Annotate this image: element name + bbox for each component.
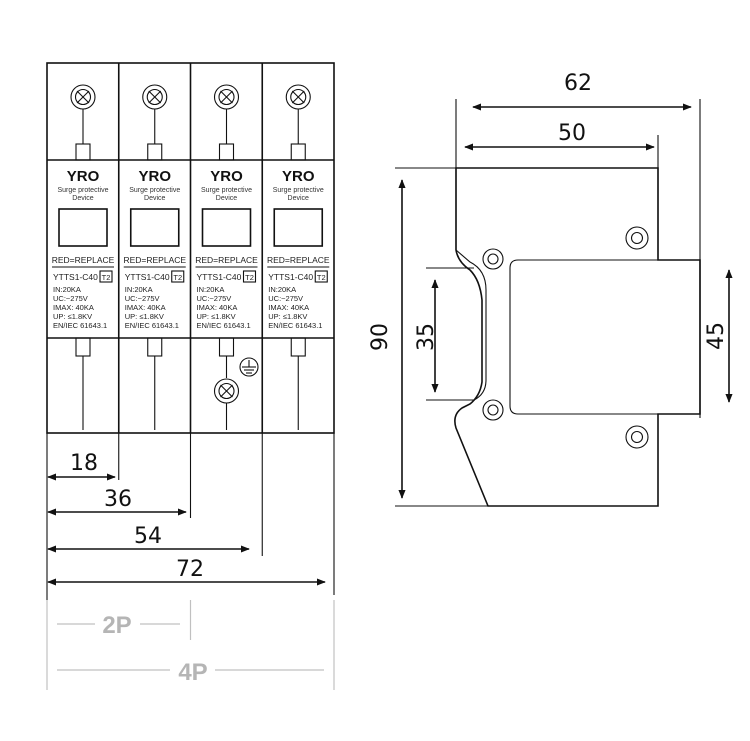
spec-line: IMAX: 40KA: [125, 303, 166, 312]
indicator-text: RED=REPLACE: [267, 255, 330, 265]
spec-line: UC:~275V: [268, 294, 303, 303]
mounting-screw-icon: [625, 425, 649, 449]
model-label: YTTS1-C40: [53, 272, 98, 282]
module-pole-3: YRO Surge protective Device RED=REPLACE …: [195, 84, 259, 430]
bottom-terminal-block: [290, 337, 306, 357]
spec-line: UC:~275V: [125, 294, 160, 303]
screw-slot: [220, 384, 233, 398]
class-badge-box: [171, 270, 185, 283]
pole-label-4p: 4P: [178, 659, 207, 686]
dimension-35: 35: [414, 323, 439, 351]
terminal-screw-inner: [218, 88, 235, 106]
earth-terminal-screw-inner: [218, 382, 235, 400]
spec-line: UC:~275V: [197, 294, 232, 303]
model-label: YTTS1-C40: [268, 272, 313, 282]
spec-line: UP: ≤1.8KV: [197, 312, 236, 321]
spec-line: IMAX: 40KA: [268, 303, 309, 312]
module-pole-1: YRO Surge protective Device RED=REPLACE …: [52, 84, 115, 430]
class-badge: T2: [317, 273, 326, 282]
spec-line: IN:20KA: [197, 285, 225, 294]
status-window: [58, 208, 108, 247]
brand-label: YRO: [210, 168, 243, 185]
mounting-screw-icon: [482, 399, 504, 421]
device-subtitle-2: Device: [288, 195, 310, 202]
screw-slot: [148, 90, 162, 104]
dimension-54: 54: [134, 524, 162, 549]
screw-slot: [76, 90, 90, 104]
spec-line: EN/IEC 61643.1: [268, 321, 322, 330]
terminal-block: [218, 143, 235, 161]
side-body-outline: [454, 167, 701, 507]
bottom-terminal-block: [147, 337, 163, 357]
device-subtitle-1: Surge protective: [273, 187, 324, 194]
mounting-screw-icon: [482, 248, 504, 270]
din-clip-hook: [455, 249, 487, 401]
dimension-36: 36: [104, 487, 132, 512]
spec-line: IN:20KA: [53, 285, 81, 294]
dimension-45: 45: [704, 322, 729, 350]
dimension-18: 18: [70, 451, 98, 476]
status-window: [129, 208, 180, 247]
dimension-90: 90: [368, 323, 393, 351]
dimension-62: 62: [564, 71, 592, 96]
model-label: YTTS1-C40: [197, 272, 242, 282]
spec-line: UP: ≤1.8KV: [125, 312, 164, 321]
terminal-screw-inner: [74, 88, 92, 106]
class-badge-box: [99, 270, 113, 283]
class-badge: T2: [102, 273, 111, 282]
spec-line: IN:20KA: [125, 285, 153, 294]
terminal-block: [147, 143, 163, 161]
indicator-text: RED=REPLACE: [52, 255, 115, 265]
dimension-72: 72: [176, 557, 204, 582]
front-view: YRO Surge protective Device RED=REPLACE …: [46, 62, 335, 690]
indicator-text: RED=REPLACE: [195, 255, 258, 265]
terminal-block: [290, 143, 306, 161]
device-subtitle-1: Surge protective: [201, 187, 252, 194]
device-subtitle-2: Device: [144, 195, 166, 202]
spec-line: UP: ≤1.8KV: [53, 312, 92, 321]
spec-line: EN/IEC 61643.1: [197, 321, 251, 330]
dimension-50: 50: [558, 121, 586, 146]
screw-slot: [220, 90, 233, 104]
indicator-text: RED=REPLACE: [123, 255, 186, 265]
brand-label: YRO: [138, 168, 171, 185]
spec-line: EN/IEC 61643.1: [53, 321, 107, 330]
status-window: [201, 208, 252, 247]
spec-line: IMAX: 40KA: [53, 303, 94, 312]
bottom-terminal-block: [75, 337, 91, 357]
spec-line: IN:20KA: [268, 285, 296, 294]
model-label: YTTS1-C40: [125, 272, 170, 282]
device-subtitle-1: Surge protective: [58, 187, 109, 194]
spec-line: UP: ≤1.8KV: [268, 312, 307, 321]
brand-label: YRO: [67, 168, 100, 185]
module-pole-4: YRO Surge protective Device RED=REPLACE …: [267, 84, 330, 430]
device-subtitle-2: Device: [72, 195, 94, 202]
class-badge: T2: [245, 273, 254, 282]
terminal-screw-inner: [290, 88, 307, 106]
screw-slot: [291, 90, 305, 104]
module-pole-2: YRO Surge protective Device RED=REPLACE …: [123, 84, 186, 430]
spec-line: UC:~275V: [53, 294, 88, 303]
class-badge-box: [242, 270, 257, 283]
status-window: [273, 208, 324, 247]
brand-label: YRO: [282, 168, 315, 185]
bottom-terminal-block: [218, 337, 235, 357]
class-badge: T2: [173, 273, 182, 282]
front-cover-outline: [509, 259, 701, 415]
earth-ground-icon: [239, 357, 259, 377]
mounting-screw-icon: [625, 226, 649, 250]
spec-line: EN/IEC 61643.1: [125, 321, 179, 330]
side-view: 62 50 90 35 45: [368, 71, 733, 507]
spec-line: IMAX: 40KA: [197, 303, 238, 312]
class-badge-box: [314, 270, 328, 283]
terminal-screw-inner: [146, 88, 163, 106]
terminal-block: [75, 143, 91, 161]
pole-label-2p: 2P: [102, 612, 131, 639]
device-subtitle-2: Device: [216, 195, 238, 202]
device-subtitle-1: Surge protective: [129, 187, 180, 194]
